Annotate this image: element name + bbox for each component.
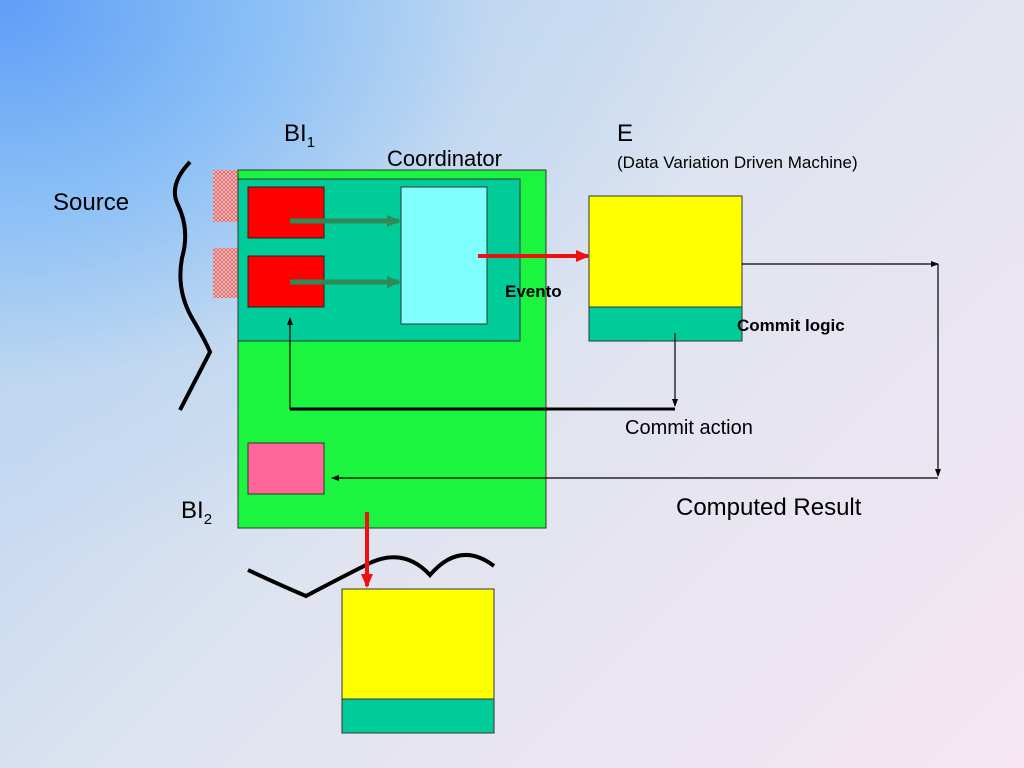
source-label: Source [53,189,130,216]
bi1-label: BI1 [284,120,316,151]
bi2-label-main: BI [181,497,204,524]
bi1-label-sub: 1 [306,134,316,151]
result-box [247,442,325,495]
machine-e-base [588,306,743,342]
output-wave [247,552,496,599]
commit-action-label: Commit action [625,417,753,439]
machine-e-body [588,195,743,309]
source-box-1 [247,186,325,239]
bi2-label-sub: 2 [203,511,213,528]
machine-e-title: E [617,120,634,147]
commit-logic-label: Commit logic [737,316,845,335]
coordinator-box [400,186,488,325]
source-wave [173,160,213,411]
output-machine-body [341,588,495,701]
bi1-label-main: BI [284,120,307,147]
machine-e-subtitle: (Data Variation Driven Machine) [617,153,858,172]
evento-label: Evento [505,282,562,301]
computed-result-label: Computed Result [676,494,862,521]
coordinator-label: Coordinator [387,146,502,171]
bi2-label: BI2 [181,497,213,528]
output-machine-base [341,698,495,734]
